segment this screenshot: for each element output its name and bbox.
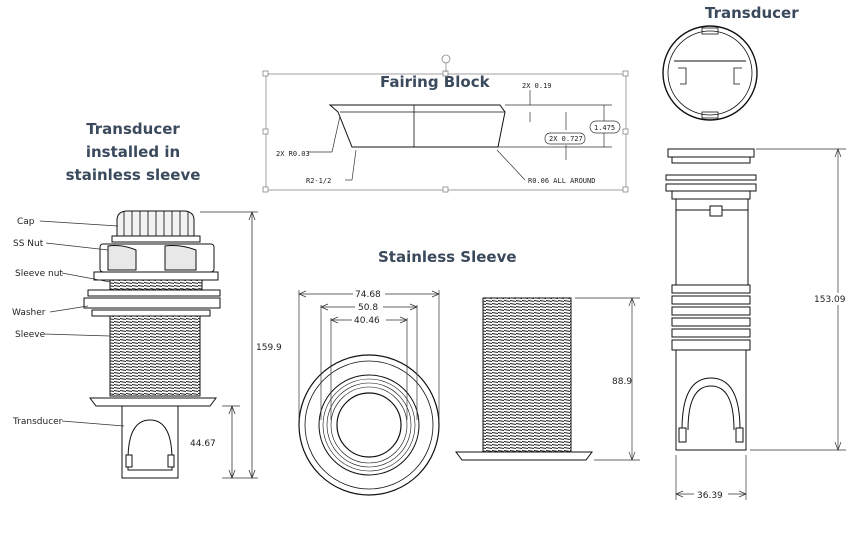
sleeve-dim-inner: 40.46 [354, 316, 380, 326]
transducer-side-view [665, 148, 757, 451]
fairing-dim-height: 1.475 [594, 124, 615, 132]
dim-bg-middle [355, 301, 383, 312]
fairing-dim-bottom-radius: R2-1/2 [306, 177, 331, 185]
stainless-sleeve-title: Stainless Sleeve [378, 248, 517, 266]
transducer-dim-height: 153.09 [814, 295, 846, 305]
dim-bg-transducer [812, 293, 852, 305]
installed-assembly [83, 210, 221, 479]
sleeve-top-view [298, 290, 440, 496]
transducer-top-view [662, 25, 758, 121]
label-cap: Cap [17, 217, 35, 227]
fairing-dim-top: 2X 0.19 [522, 82, 552, 90]
label-ss-nut: SS Nut [13, 239, 44, 249]
sleeve-dim-height: 88.9 [612, 377, 632, 387]
transducer-dim-width: 36.39 [697, 491, 723, 501]
dim-bg-inner [352, 314, 386, 325]
dim-transducer-height: 44.67 [190, 439, 216, 449]
sleeve-dim-middle: 50.8 [358, 303, 378, 313]
installed-leaders [39, 220, 125, 427]
label-transducer: Transducer [12, 417, 63, 427]
fairing-dim-width: 2X 0.727 [549, 135, 583, 143]
dim-bg-width [694, 489, 728, 500]
installed-dimension-lines [200, 210, 258, 480]
fairing-dim-left-radius: 2X R0.03 [276, 150, 310, 158]
fairing-block-drawing [262, 54, 629, 193]
installed-title: Transducer installed in stainless sleeve [65, 120, 201, 184]
label-sleeve-nut: Sleeve nut [15, 269, 63, 279]
sleeve-dim-outer: 74.68 [355, 290, 381, 300]
transducer-title: Transducer [705, 4, 799, 22]
fairing-block-title: Fairing Block [380, 73, 490, 91]
fairing-dim-around: R0.06 ALL AROUND [528, 177, 595, 185]
label-sleeve: Sleeve [15, 330, 46, 340]
label-washer: Washer [12, 308, 46, 318]
sleeve-side-view [455, 297, 640, 461]
dim-overall: 159.9 [256, 343, 282, 353]
dim-bg-outer [353, 288, 385, 299]
